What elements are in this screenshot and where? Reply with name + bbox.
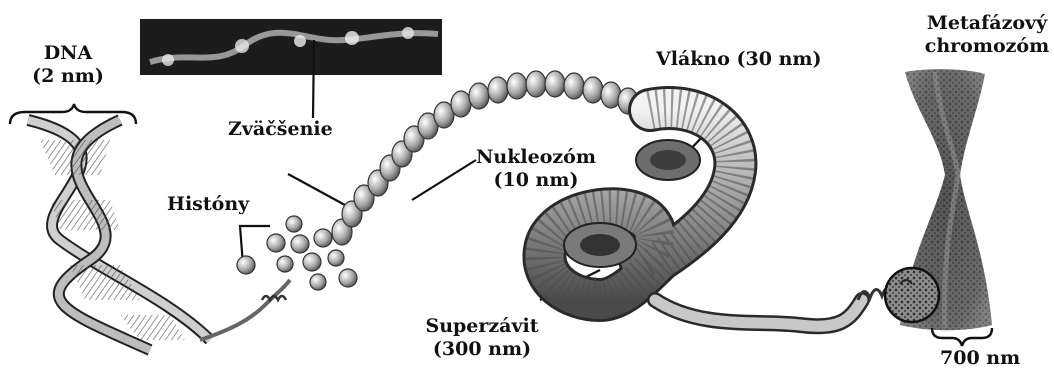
nucleosome-label-line1: Nukleozóm (466, 146, 606, 169)
chromosome-label: Metafázový chromozóm (920, 12, 1054, 58)
supercoil-structure (544, 108, 894, 326)
magnification-label: Zväčšenie (228, 118, 333, 141)
dna-label-line2: (2 nm) (18, 65, 118, 88)
chromosome-label-line1: Metafázový (920, 12, 1054, 35)
dna-label-line1: DNA (18, 42, 118, 65)
fiber-label: Vlákno (30 nm) (656, 48, 822, 71)
chromosome-label-line2: chromozóm (920, 35, 1054, 58)
nucleosome-label-line2: (10 nm) (466, 169, 606, 192)
magnification-pointer-2 (288, 174, 345, 205)
chromosome-width-label: 700 nm (940, 347, 1020, 370)
nucleosome-label: Nukleozóm (10 nm) (466, 146, 606, 192)
chromosome-width-brace (932, 328, 992, 346)
dna-label: DNA (2 nm) (18, 42, 118, 88)
magnification-pointer (313, 40, 314, 118)
supercoil-label-line2: (300 nm) (407, 338, 557, 361)
histones-label: Históny (167, 193, 249, 216)
supercoil-label: Superzávit (300 nm) (407, 315, 557, 361)
micrograph-image (140, 19, 442, 75)
supercoil-label-line1: Superzávit (407, 315, 557, 338)
metaphase-chromosome (885, 69, 992, 330)
dna-double-helix (28, 120, 290, 350)
